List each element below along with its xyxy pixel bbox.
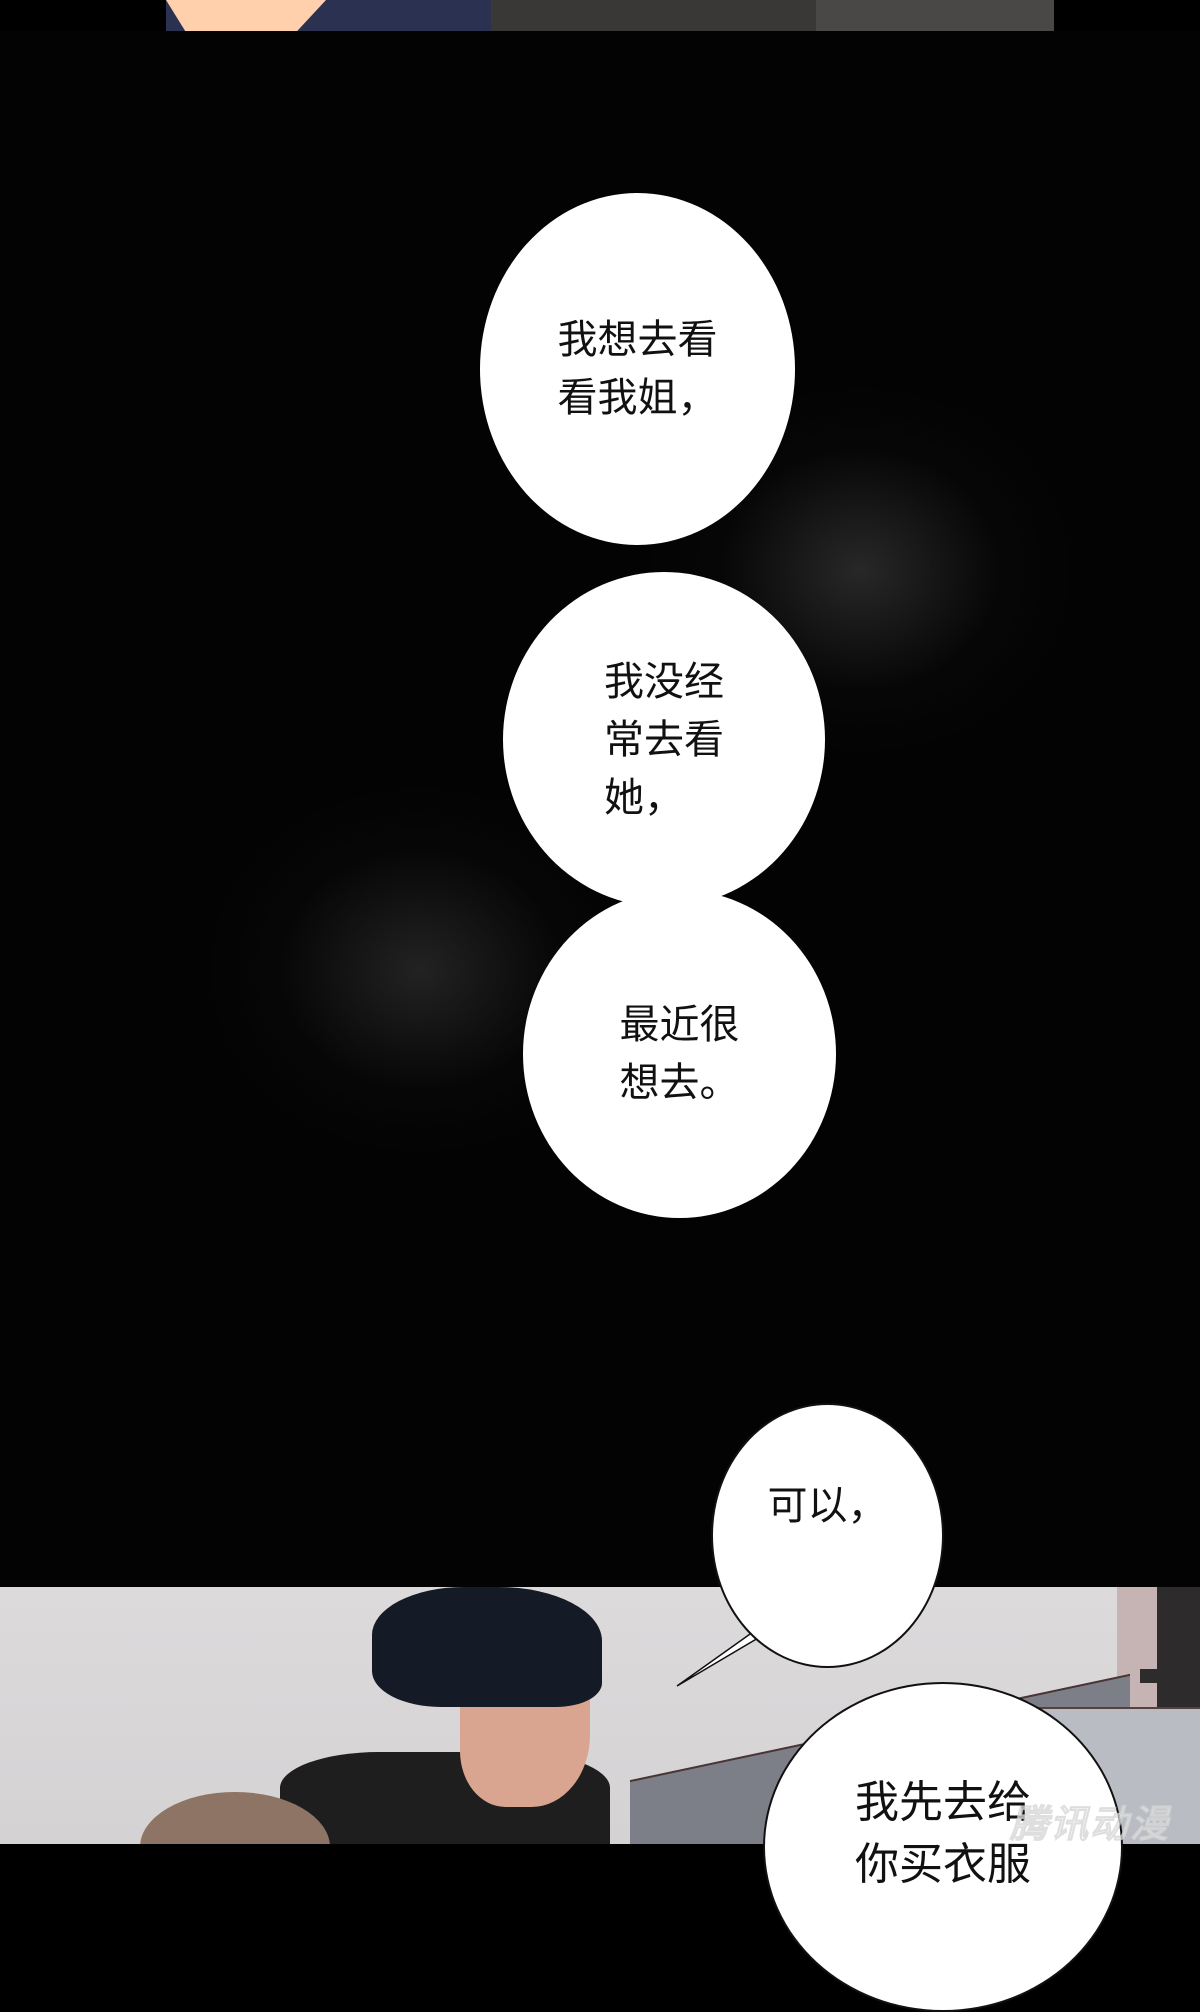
speech-bubble-3: 最近很 想去。 xyxy=(523,890,836,1218)
man-hair xyxy=(372,1587,602,1707)
speech-bubble-4: 可以， xyxy=(711,1403,944,1668)
speech-bubble-2: 我没经 常去看 她， xyxy=(503,572,825,907)
hand-skin xyxy=(166,0,326,31)
coat-shadow xyxy=(816,0,1054,31)
bubble-text: 最近很 想去。 xyxy=(619,1002,740,1106)
watermark-logo: 腾讯动漫 xyxy=(1009,1802,1171,1847)
bubble-text: 我想去看 看我姐， xyxy=(557,317,718,421)
bubble-text: 我没经 常去看 她， xyxy=(604,658,724,821)
speech-bubble-1: 我想去看 看我姐， xyxy=(480,193,795,545)
bubble-text: 我先去给 你买衣服 xyxy=(855,1777,1031,1890)
shelf-bar xyxy=(1140,1669,1200,1683)
previous-panel-strip xyxy=(166,0,1054,31)
bubble-text: 可以， xyxy=(767,1482,888,1529)
